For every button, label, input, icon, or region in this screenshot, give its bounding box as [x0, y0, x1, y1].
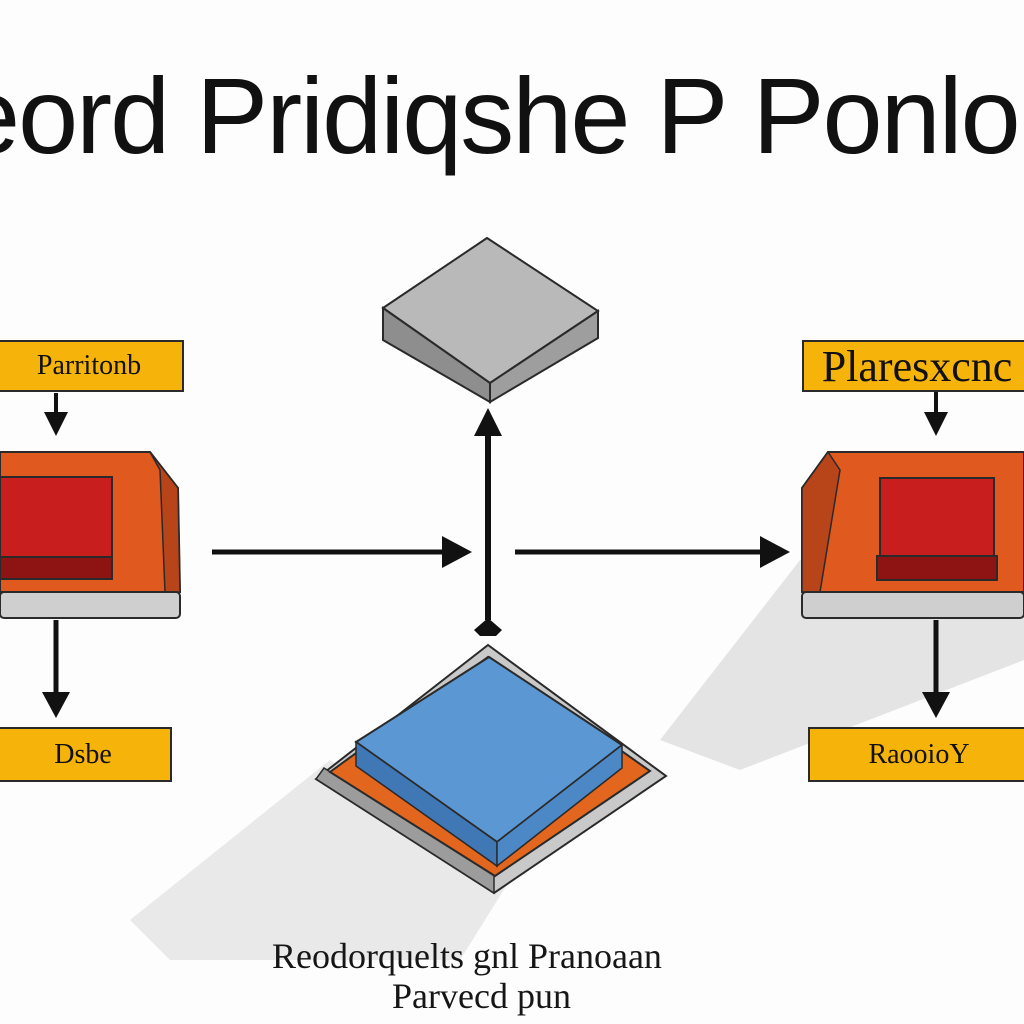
label-bottom-left: Dsbe: [0, 727, 172, 782]
gray-cube-icon: [381, 236, 600, 404]
label-top-left: Parritonb: [0, 340, 184, 392]
caption-line-2: Parvecd pun: [392, 976, 571, 1016]
arrow-chip-to-cube: [474, 408, 502, 636]
arrow-right-device-to-label: [922, 620, 950, 718]
arrow-left-device-to-label: [42, 620, 70, 718]
label-top-right: Plaresxcnc: [802, 340, 1024, 392]
blue-chip-icon: [314, 643, 668, 895]
caption-line-1: Reodorquelts gnl Pranoaan: [272, 936, 662, 976]
orange-device-icon: [0, 451, 182, 619]
arrow-center-to-right-device: [515, 536, 790, 568]
chip-shadow: [130, 760, 510, 960]
label-bottom-right: RaooioY: [808, 727, 1024, 782]
orange-device-icon: [801, 450, 1024, 619]
arrow-right-label-to-device: [924, 392, 948, 436]
diagram-title: eord Pridiqshe P Ponlo: [0, 55, 1021, 176]
arrow-left-label-to-device: [44, 393, 68, 436]
arrow-left-device-to-center: [212, 536, 472, 568]
